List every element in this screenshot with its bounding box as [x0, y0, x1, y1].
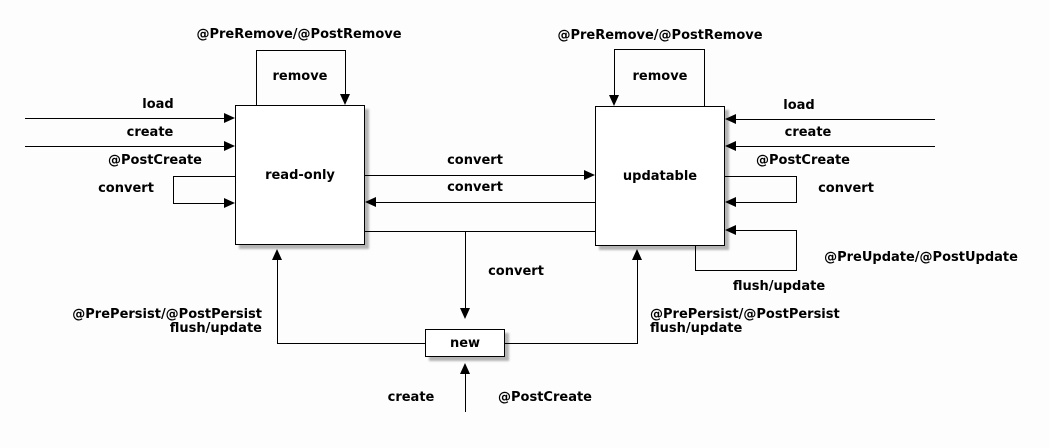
edge-label-convert-self-right: convert [818, 181, 874, 196]
edge-label-post-create-bottom: @PostCreate [498, 390, 592, 405]
edge-label-load-left: load [142, 97, 174, 112]
edge-line [734, 119, 935, 120]
edge-label-persist-right-line2: flush/update [650, 321, 743, 336]
edge-line [277, 259, 278, 344]
state-node-updatable: updatable [595, 106, 725, 246]
edge-label-pre-update-right: @PreUpdate/@PostUpdate [824, 250, 1018, 265]
edge-line [614, 49, 615, 95]
edge-line [25, 118, 226, 119]
edge-line [734, 146, 935, 147]
edge-line [704, 49, 705, 106]
edge-line [365, 175, 586, 176]
edge-line [796, 176, 797, 203]
edge-label-post-create-right: @PostCreate [756, 153, 850, 168]
edge-line [734, 230, 796, 231]
edge-label-convert-self-left: convert [98, 181, 154, 196]
edge-line [256, 50, 346, 51]
edge-line [637, 259, 638, 344]
edge-line [374, 202, 595, 203]
edge-line [173, 203, 226, 204]
edge-line [173, 176, 235, 177]
edge-line [695, 246, 696, 271]
arrowhead-right-icon [584, 170, 595, 180]
state-label-updatable: updatable [622, 168, 698, 184]
state-label-new: new [449, 335, 481, 351]
edge-label-pre-remove-right: @PreRemove/@PostRemove [557, 28, 763, 43]
edge-line [277, 343, 425, 344]
arrowhead-right-icon [224, 141, 235, 151]
edge-line [465, 374, 466, 412]
arrowhead-right-icon [224, 113, 235, 123]
edge-label-persist-left-line1: @PrePersist/@PostPersist [72, 307, 262, 322]
edge-label-persist-right-line1: @PrePersist/@PostPersist [650, 307, 840, 322]
arrowhead-down-icon [609, 95, 619, 106]
edge-label-create-bottom: create [387, 390, 435, 405]
arrowhead-down-icon [340, 94, 350, 105]
edge-line [365, 231, 595, 232]
edge-line [345, 50, 346, 95]
edge-line [465, 231, 466, 309]
edge-label-flush-update-right: flush/update [732, 279, 826, 294]
edge-label-load-right: load [783, 98, 815, 113]
edge-label-persist-right: @PrePersist/@PostPersist flush/update [650, 308, 840, 336]
arrowhead-left-icon [365, 197, 376, 207]
edge-line [796, 230, 797, 271]
edge-line [256, 50, 257, 105]
edge-label-remove-left: remove [272, 69, 328, 84]
state-label-read-only: read-only [265, 167, 335, 183]
edge-label-convert-to-new: convert [488, 264, 544, 279]
edge-line [25, 146, 226, 147]
edge-label-persist-left-line2: flush/update [169, 321, 262, 336]
edge-label-create-left: create [126, 125, 174, 140]
edge-label-post-create-left: @PostCreate [108, 153, 202, 168]
state-node-new: new [425, 329, 505, 357]
edge-line [695, 270, 797, 271]
arrowhead-up-icon [272, 249, 282, 260]
edge-line [614, 49, 705, 50]
arrowhead-left-icon [725, 197, 736, 207]
arrowhead-right-icon [224, 198, 235, 208]
arrowhead-left-icon [725, 225, 736, 235]
arrowhead-up-icon [460, 363, 470, 374]
edge-line [173, 176, 174, 204]
edge-line [734, 202, 796, 203]
edge-label-remove-right: remove [632, 69, 688, 84]
edge-line [725, 176, 796, 177]
edge-label-convert-to-updatable: convert [447, 153, 503, 168]
edge-label-convert-to-read-only: convert [447, 180, 503, 195]
edge-label-pre-remove-left: @PreRemove/@PostRemove [196, 27, 402, 42]
edge-label-persist-left: @PrePersist/@PostPersist flush/update [72, 308, 262, 336]
arrowhead-up-icon [632, 249, 642, 260]
edge-line [505, 343, 637, 344]
arrowhead-left-icon [725, 114, 736, 124]
arrowhead-down-icon [460, 308, 470, 319]
state-node-read-only: read-only [235, 105, 365, 245]
edge-label-create-right: create [784, 125, 832, 140]
arrowhead-left-icon [725, 141, 736, 151]
